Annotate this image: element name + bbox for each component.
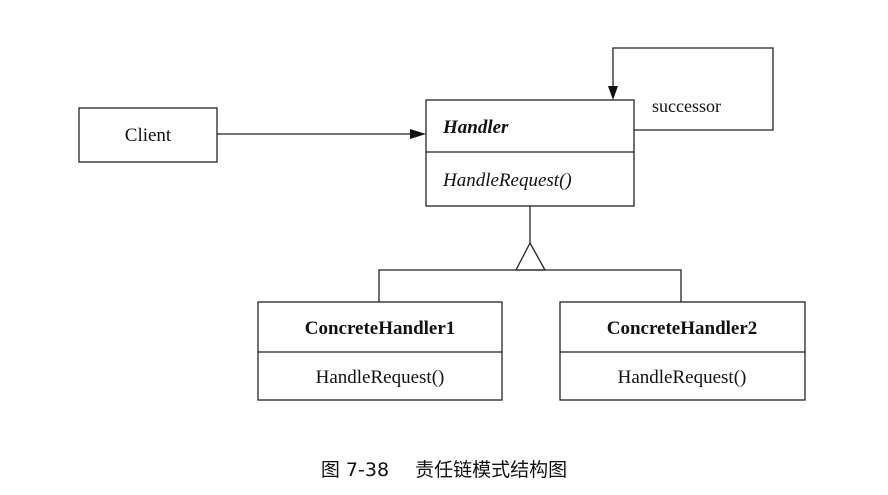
figure-caption: 图 7-38 责任链模式结构图 xyxy=(0,455,888,482)
inheritance-branches xyxy=(378,269,682,302)
handler-operation: HandleRequest() xyxy=(442,170,572,191)
inheritance-triangle xyxy=(514,241,547,271)
successor-label: successor xyxy=(652,96,721,116)
concrete-handler2-box xyxy=(559,301,806,401)
client-box xyxy=(78,107,218,163)
figure-title: 责任链模式结构图 xyxy=(415,459,568,481)
concrete-handler2-operation: HandleRequest() xyxy=(618,367,747,388)
successor-arrowhead xyxy=(608,86,618,100)
association-arrowhead xyxy=(410,129,426,139)
concrete-handler2-name: ConcreteHandler2 xyxy=(607,318,758,339)
figure-number: 图 7-38 xyxy=(320,459,390,481)
client-label: Client xyxy=(125,125,172,146)
concrete-handler1-name: ConcreteHandler1 xyxy=(305,318,456,339)
successor-loop xyxy=(612,47,774,131)
concrete-handler1-operation: HandleRequest() xyxy=(316,367,445,388)
handler-name: Handler xyxy=(442,117,509,138)
concrete-handler1-box xyxy=(257,301,503,401)
